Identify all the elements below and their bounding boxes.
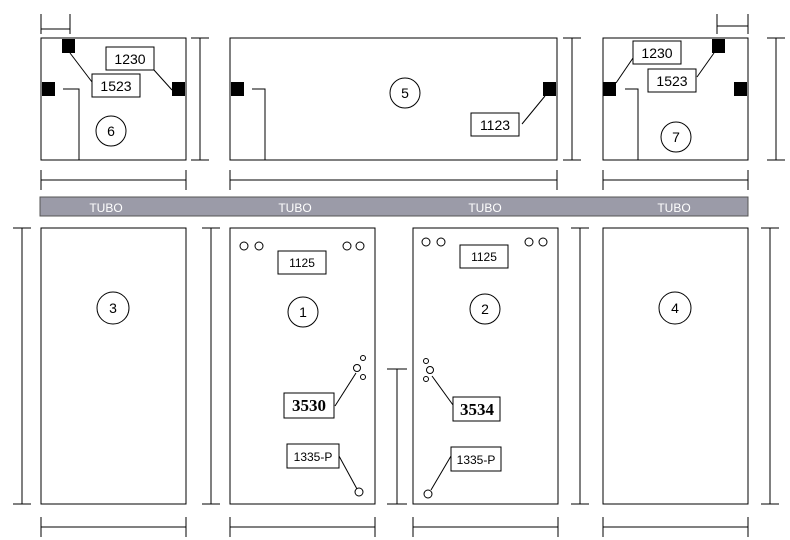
panel-3-outline bbox=[40, 227, 187, 505]
panel-1-label-1125: 1125 bbox=[289, 256, 315, 270]
panel-3-dimensions bbox=[13, 227, 187, 537]
tubo-bar-rect bbox=[39, 196, 749, 217]
panel-5-outline bbox=[229, 37, 558, 161]
panel-2-hole bbox=[421, 237, 431, 247]
panel-2-label-1335p: 1335-P bbox=[457, 453, 496, 467]
panel-7-dimensions bbox=[602, 14, 785, 190]
tubo-bar: TUBO TUBO TUBO TUBO bbox=[39, 196, 749, 217]
panel-4: 4 bbox=[602, 227, 749, 505]
panel-5-number: 5 bbox=[401, 85, 409, 101]
panel-5-fitting-left bbox=[231, 82, 244, 96]
panel-7-number-circle bbox=[660, 121, 692, 153]
panel-1-label-box-1335p bbox=[286, 443, 340, 469]
panel-6-fitting-right bbox=[172, 82, 185, 96]
panel-2-leader-1335p bbox=[430, 455, 452, 491]
panel-7-fitting-left bbox=[603, 82, 616, 96]
panel-2-hole-small bbox=[423, 358, 429, 364]
panel-3: 3 bbox=[40, 227, 187, 505]
panel-7: 1230 1523 7 bbox=[602, 37, 749, 161]
panel-5-leader-1123 bbox=[521, 95, 546, 125]
panel-2-number-circle bbox=[469, 293, 501, 325]
panel-2-label-box-1335p bbox=[450, 446, 502, 472]
panel-7-leader-1230 bbox=[615, 57, 634, 84]
panel-5-fitting-right bbox=[543, 82, 556, 96]
panel-1: 1125 1 3530 1335-P bbox=[229, 227, 376, 505]
panel-4-number-circle bbox=[658, 291, 692, 325]
panel-6-label-1523: 1523 bbox=[100, 78, 131, 94]
panel-1-hole bbox=[354, 487, 364, 497]
panel-1-hole-small bbox=[360, 355, 366, 361]
panel-5: 1123 5 bbox=[229, 37, 558, 161]
panel-2-hole bbox=[538, 237, 548, 247]
panel-6-label-box-1523 bbox=[91, 73, 141, 98]
panel-2-dimensions bbox=[387, 227, 589, 537]
panel-7-label-box-1230 bbox=[632, 40, 682, 65]
panel-6-number-circle bbox=[95, 115, 127, 147]
panel-6-number: 6 bbox=[107, 123, 115, 139]
panel-7-fitting-top bbox=[712, 39, 725, 53]
panel-3-number: 3 bbox=[109, 300, 117, 316]
panel-1-label-box-1125 bbox=[277, 250, 327, 275]
tubo-label-2: TUBO bbox=[278, 201, 311, 215]
panel-6: 1230 1523 6 bbox=[40, 37, 187, 161]
panel-1-dimensions bbox=[202, 227, 376, 537]
panel-1-label-box-3530 bbox=[283, 392, 335, 419]
panel-6-label-box-1230 bbox=[105, 46, 155, 71]
panel-4-dimensions bbox=[602, 227, 779, 537]
panel-1-number: 1 bbox=[299, 304, 307, 320]
panel-7-label-1523: 1523 bbox=[656, 73, 687, 89]
panel-6-dimensions bbox=[40, 14, 209, 190]
panel-6-label-1230: 1230 bbox=[114, 51, 145, 67]
panel-1-leader-1335p bbox=[338, 455, 358, 490]
panel-7-fitting-right bbox=[734, 82, 747, 96]
panel-2-label-box-1125 bbox=[459, 244, 509, 269]
panel-2-label-box-3534 bbox=[452, 396, 501, 422]
panel-7-label-box-1523 bbox=[647, 68, 697, 93]
panel-6-fitting-left bbox=[42, 82, 55, 96]
panel-4-outline bbox=[602, 227, 749, 505]
panel-2-hole-small bbox=[426, 366, 434, 374]
tubo-label-4: TUBO bbox=[657, 201, 690, 215]
panel-6-leader-inner bbox=[63, 88, 80, 160]
panel-1-hole bbox=[355, 241, 365, 251]
panel-2-hole-small bbox=[423, 376, 429, 382]
panel-7-number: 7 bbox=[672, 129, 680, 145]
tubo-label-1: TUBO bbox=[89, 201, 122, 215]
panel-5-dimensions bbox=[229, 37, 581, 190]
panel-2-hole bbox=[524, 237, 534, 247]
panel-2-hole bbox=[436, 237, 446, 247]
panel-1-hole-small bbox=[360, 374, 366, 380]
panel-1-hole bbox=[342, 241, 352, 251]
panel-2-label-3534: 3534 bbox=[460, 400, 495, 419]
panel-2-leader-3534 bbox=[431, 375, 454, 406]
panel-2-label-1125: 1125 bbox=[471, 250, 497, 264]
tubo-label-3: TUBO bbox=[468, 201, 501, 215]
panel-2-number: 2 bbox=[481, 301, 489, 317]
panel-5-number-circle bbox=[389, 77, 421, 109]
panel-6-fitting-top bbox=[62, 39, 75, 53]
panel-1-number-circle bbox=[287, 296, 319, 328]
panel-4-number: 4 bbox=[671, 300, 679, 316]
panel-7-leader-1523 bbox=[696, 52, 715, 78]
panel-6-leader-1523 bbox=[69, 52, 93, 83]
panel-7-leader-inner bbox=[625, 88, 639, 160]
panel-1-hole bbox=[239, 241, 249, 251]
panel-1-label-3530: 3530 bbox=[292, 396, 326, 415]
panel-2-hole bbox=[423, 489, 433, 499]
panel-5-label-box-1123 bbox=[470, 112, 520, 137]
panel-2: 1125 2 3534 1335-P bbox=[412, 227, 559, 505]
panel-1-hole-small bbox=[353, 364, 361, 372]
panel-7-label-1230: 1230 bbox=[641, 45, 672, 61]
panel-1-hole bbox=[254, 241, 264, 251]
panel-3-number-circle bbox=[96, 291, 130, 325]
panel-5-label-1123: 1123 bbox=[480, 117, 510, 133]
panel-1-leader-3530 bbox=[334, 372, 357, 407]
panel-1-label-1335p: 1335-P bbox=[294, 450, 333, 464]
panel-5-leader-inner bbox=[252, 88, 266, 160]
